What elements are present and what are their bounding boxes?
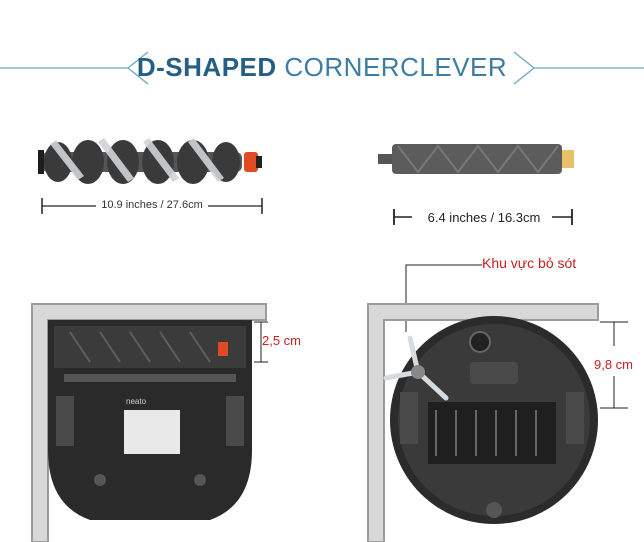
round-robot-corner [367,303,599,542]
rubber-extractor-image [378,144,574,174]
combo-brush-dimension-line [41,198,263,214]
robot-brand: neato [126,397,147,406]
page-title: D-SHAPED CORNERCLEVER [0,52,644,83]
right-gap-marker [600,321,628,409]
extractor-dimension-label: 6.4 inches / 16.3cm [427,210,541,225]
missed-area-label: Khu vực bỏ sót [482,255,577,271]
title-bold: D-SHAPED [136,52,277,82]
combo-brush-dimension-label: 10.9 inches / 27.6cm [101,199,203,211]
extractor-dimension-line [393,209,573,225]
left-gap-marker [254,321,268,363]
title-light: CORNERCLEVER [284,52,508,82]
combo-brush-image [38,138,262,184]
right-gap-label: 9,8 cm [594,357,634,372]
header-rule [0,51,644,85]
left-gap-label: 2,5 cm [262,333,302,348]
d-shaped-robot-corner: neato [31,303,267,542]
